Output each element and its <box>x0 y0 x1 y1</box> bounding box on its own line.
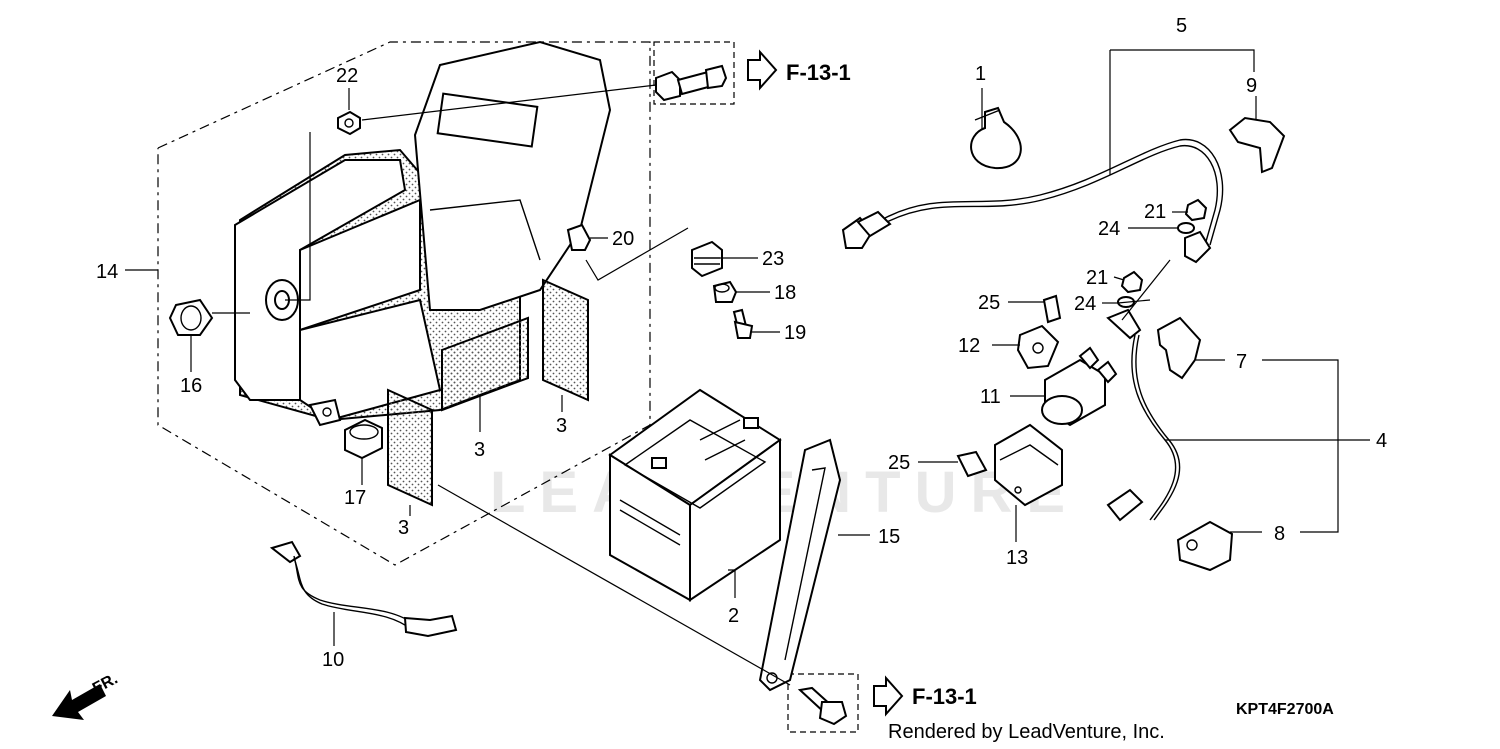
washer-24-upper[interactable] <box>1177 222 1195 234</box>
starter-relay-11[interactable] <box>1041 308 1142 427</box>
bolt-bottom[interactable] <box>797 686 848 726</box>
callout-21-a: 21 <box>1144 201 1166 223</box>
callout-20: 20 <box>612 228 634 250</box>
callout-3-a: 3 <box>398 517 409 539</box>
pad-3-middle[interactable] <box>441 316 529 412</box>
callout-25-a: 25 <box>978 292 1000 314</box>
callout-4: 4 <box>1376 430 1387 452</box>
collar-18[interactable] <box>712 280 738 303</box>
callout-5: 5 <box>1176 15 1187 37</box>
callout-21-b: 21 <box>1086 267 1108 289</box>
cover-8[interactable] <box>1176 520 1234 572</box>
drawing-code: KPT4F2700A <box>1236 701 1334 718</box>
cover-12[interactable] <box>1016 324 1060 370</box>
bolt-top[interactable] <box>655 64 728 102</box>
callout-11: 11 <box>980 386 1001 408</box>
callout-8: 8 <box>1274 523 1285 545</box>
callout-3-c: 3 <box>556 415 567 437</box>
callout-15: 15 <box>878 526 900 548</box>
battery[interactable] <box>608 388 782 602</box>
ref-box-bottom <box>787 673 859 733</box>
callout-24-a: 24 <box>1098 218 1120 240</box>
cable-cover-9[interactable] <box>1228 116 1286 174</box>
front-direction-arrow-icon: FR. <box>52 670 121 720</box>
ground-cable-10[interactable] <box>269 540 458 638</box>
callout-12: 12 <box>958 335 980 357</box>
battery-holder-15[interactable] <box>758 438 842 692</box>
callout-22: 22 <box>336 65 358 87</box>
callout-24-b: 24 <box>1074 293 1096 315</box>
callout-2: 2 <box>728 605 739 627</box>
fuse-25-lower[interactable] <box>956 450 988 478</box>
pad-3-bottom[interactable] <box>387 388 433 507</box>
bolt-19[interactable] <box>732 308 754 339</box>
callout-10: 10 <box>322 649 344 671</box>
callout-1: 1 <box>975 63 986 85</box>
callout-25-b: 25 <box>888 452 910 474</box>
callout-14: 14 <box>96 261 118 283</box>
watermark: LEADVENTURE <box>490 460 1079 525</box>
ref-label-bottom[interactable]: F-13-1 <box>912 684 977 709</box>
ref-arrow-top-icon[interactable] <box>747 49 778 91</box>
cushion-17[interactable] <box>344 418 383 460</box>
grommet-23[interactable] <box>691 240 723 278</box>
clamp-1[interactable] <box>970 106 1022 170</box>
leader-lines <box>125 49 1370 686</box>
ref-box-top <box>653 41 735 105</box>
callout-9: 9 <box>1246 75 1257 97</box>
callout-17: 17 <box>344 487 366 509</box>
ref-label-top[interactable]: F-13-1 <box>786 60 851 85</box>
nut-22[interactable] <box>337 110 361 136</box>
callouts: 14 22 16 17 3 3 3 20 23 18 19 2 15 10 1 … <box>96 15 1387 671</box>
footer-credit: Rendered by LeadVenture, Inc. <box>888 721 1165 743</box>
ref-arrow-bottom-icon[interactable] <box>873 675 904 717</box>
battery-cable-5[interactable] <box>841 138 1224 264</box>
nut-21-lower[interactable] <box>1120 270 1144 294</box>
callout-18: 18 <box>774 282 796 304</box>
callout-7: 7 <box>1236 351 1247 373</box>
grommet-16[interactable] <box>168 298 214 336</box>
connector-13[interactable] <box>994 423 1063 507</box>
callout-16: 16 <box>180 375 202 397</box>
callout-13: 13 <box>1006 547 1028 569</box>
fuse-25-upper[interactable] <box>1042 294 1062 324</box>
cover-7[interactable] <box>1156 316 1202 380</box>
nut-21-upper[interactable] <box>1184 198 1208 222</box>
pad-3-right[interactable] <box>542 278 589 402</box>
callout-19: 19 <box>784 322 806 344</box>
clip-nut-20[interactable] <box>566 223 592 251</box>
callout-23: 23 <box>762 248 784 270</box>
callout-3-b: 3 <box>474 439 485 461</box>
